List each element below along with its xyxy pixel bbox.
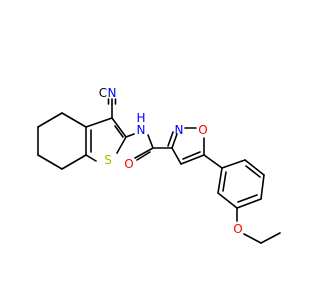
nitrile-nitrogen-label: N [108, 86, 117, 100]
amide-hydrogen-label: H [136, 111, 145, 125]
bond [171, 133, 178, 149]
carbonyl-oxygen-label: O [124, 157, 133, 171]
bond [180, 154, 205, 165]
atom-labels: N C N H S O N O O [99, 86, 243, 236]
bond [134, 147, 154, 159]
thiophene-sulfur-label: S [104, 153, 112, 167]
bond [167, 131, 174, 147]
bond [114, 125, 124, 138]
amide-nitrogen-label: N [137, 123, 146, 137]
bond [243, 233, 262, 244]
bond [203, 154, 223, 169]
isoxazole-nitrogen-label: N [175, 123, 184, 137]
bonds [37, 98, 281, 244]
nitrile-carbon-label: C [99, 86, 107, 100]
bond [85, 117, 113, 128]
bond [125, 133, 135, 138]
bond [236, 198, 262, 209]
bond [85, 154, 97, 162]
bond [182, 151, 201, 160]
bond [171, 147, 182, 165]
bond [61, 112, 87, 128]
bond [217, 192, 238, 209]
bond [244, 159, 265, 176]
bond [111, 117, 127, 138]
bond [222, 171, 227, 192]
bond [221, 159, 246, 169]
bond [217, 167, 223, 194]
bond [260, 174, 265, 200]
bond [136, 151, 151, 161]
bond [37, 112, 63, 128]
molecule-structure: N C N H S O N O O [37, 86, 281, 244]
bond [260, 232, 281, 244]
ether-oxygen-label: O [233, 222, 242, 236]
bond [37, 154, 63, 170]
bond [116, 136, 127, 154]
isoxazole-oxygen-label: O [198, 123, 207, 137]
bond [245, 165, 261, 178]
bond [147, 134, 154, 149]
bond [61, 154, 87, 170]
bond [237, 194, 258, 203]
